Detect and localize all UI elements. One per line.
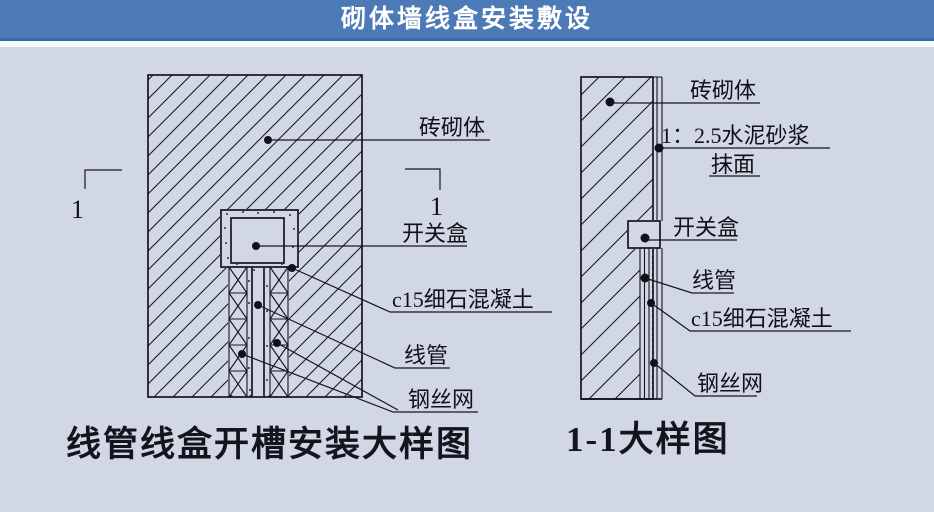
section-number: 1 bbox=[71, 195, 84, 224]
mesh-column-left bbox=[228, 266, 248, 398]
section-marker-right: 1 bbox=[405, 168, 443, 221]
mesh-label: 钢丝网 bbox=[697, 371, 763, 396]
plaster-label-line2: 抹面 bbox=[711, 152, 755, 177]
header-divider bbox=[0, 41, 934, 47]
switch-box-label: 开关盒 bbox=[402, 221, 468, 246]
channel-clear bbox=[640, 248, 662, 398]
plaster-label-line1: 1：2.5水泥砂浆 bbox=[661, 123, 810, 148]
label-conduit-right: 线管 bbox=[640, 268, 736, 294]
title-bar: 砌体墙线盒安装敷设 bbox=[0, 0, 934, 38]
conduit-label: 线管 bbox=[404, 343, 448, 368]
label-concrete-left: c15细石混凝土 bbox=[288, 264, 552, 313]
switch-box-label: 开关盒 bbox=[673, 215, 739, 240]
switch-box bbox=[230, 217, 285, 264]
label-brick-left: 砖砌体 bbox=[264, 115, 490, 144]
section-number: 1 bbox=[430, 192, 443, 221]
right-caption: 1-1大样图 bbox=[566, 420, 730, 459]
brick-label: 砖砌体 bbox=[690, 78, 756, 103]
left-wall-outline bbox=[147, 74, 363, 398]
concrete-pocket bbox=[220, 209, 299, 268]
brick-label: 砖砌体 bbox=[419, 115, 485, 140]
label-mesh-left: 钢丝网 bbox=[238, 339, 478, 413]
conduit-label: 线管 bbox=[692, 268, 736, 293]
concrete-label: c15细石混凝土 bbox=[392, 287, 534, 312]
conduit-lines bbox=[251, 267, 265, 397]
concrete-label: c15细石混凝土 bbox=[691, 306, 833, 331]
mesh-label: 钢丝网 bbox=[408, 387, 474, 412]
page-title: 砌体墙线盒安装敷设 bbox=[340, 6, 593, 33]
label-brick-right: 砖砌体 bbox=[605, 78, 760, 107]
mesh-column-right bbox=[269, 266, 289, 398]
label-conduit-left: 线管 bbox=[254, 301, 450, 369]
channel-lines bbox=[639, 248, 663, 399]
label-plaster: 1：2.5水泥砂浆 抹面 bbox=[654, 123, 830, 177]
label-concrete-right: c15细石混凝土 bbox=[647, 299, 851, 332]
right-section-drawing: 砖砌体 1：2.5水泥砂浆 抹面 开关盒 线管 bbox=[566, 76, 851, 459]
section-marker-left: 1 bbox=[71, 169, 122, 224]
title-bar-edge bbox=[0, 38, 934, 41]
left-caption: 线管线盒开槽安装大样图 bbox=[66, 425, 473, 464]
label-switchbox-right: 开关盒 bbox=[640, 215, 739, 243]
left-detail-drawing: 1 1 砖砌体 开关盒 c15细石混凝土 bbox=[66, 74, 552, 464]
label-mesh-right: 钢丝网 bbox=[650, 359, 763, 397]
label-switchbox-left: 开关盒 bbox=[252, 221, 468, 250]
groove-clear bbox=[228, 266, 289, 395]
